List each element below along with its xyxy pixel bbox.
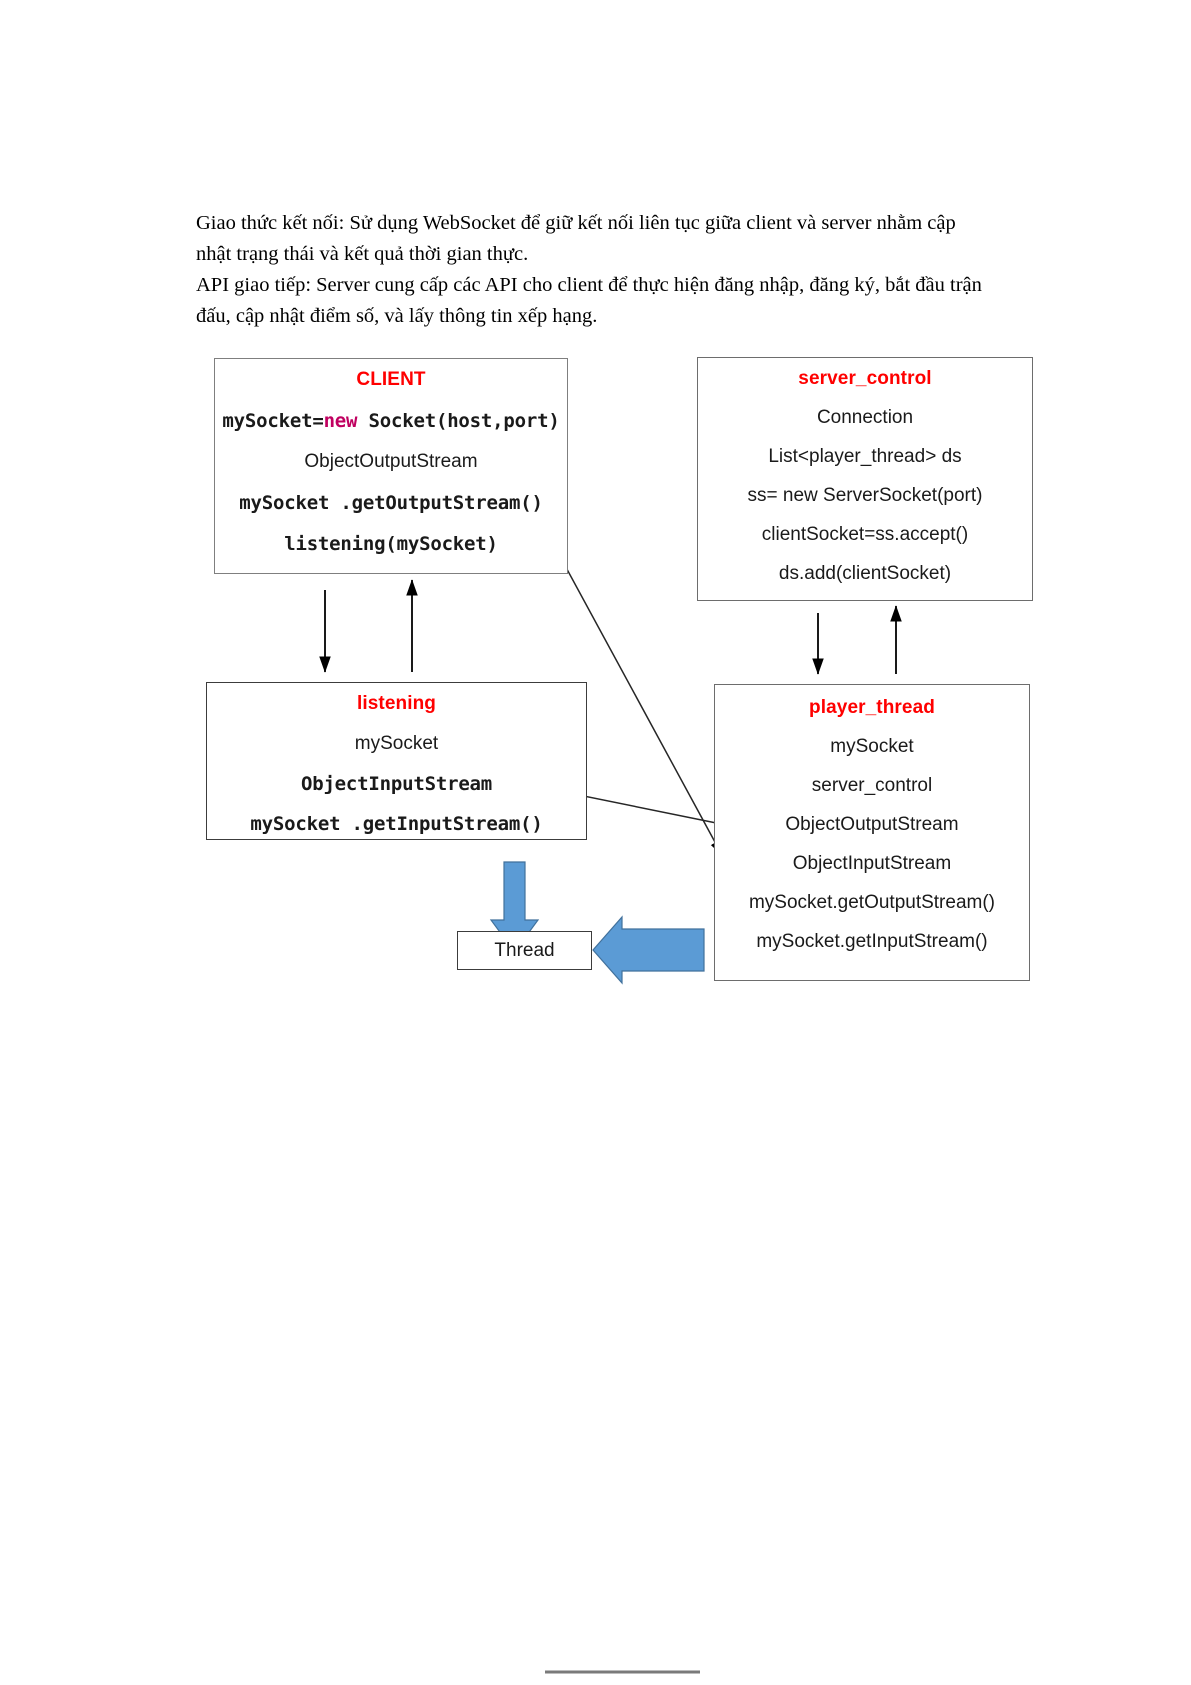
box-player-thread-title: player_thread xyxy=(809,697,935,718)
box-server-control-line-serversocket: ss= new ServerSocket(port) xyxy=(747,485,983,506)
box-client[interactable]: CLIENT mySocket=new Socket(host,port) Ob… xyxy=(214,358,568,574)
box-client-line-listening: listening(mySocket) xyxy=(284,533,498,555)
box-client-line-objectoutputstream: ObjectOutputStream xyxy=(304,451,478,472)
box-thread-label: Thread xyxy=(494,939,555,961)
box-server-control[interactable]: server_control Connection List<player_th… xyxy=(697,357,1033,601)
box-client-line-constructor: mySocket=new Socket(host,port) xyxy=(222,410,559,432)
text-socket-ctor: Socket(host,port) xyxy=(357,410,560,432)
box-server-control-title: server_control xyxy=(798,368,932,389)
box-listening-line-mysocket: mySocket xyxy=(354,733,439,754)
box-player-thread-line-servercontrol: server_control xyxy=(811,775,933,796)
box-listening-line-getinputstream: mySocket .getInputStream() xyxy=(250,813,543,835)
box-thread[interactable]: Thread xyxy=(457,931,592,970)
box-player-thread-line-getinputstream: mySocket.getInputStream() xyxy=(756,931,988,952)
box-player-thread-line-objectoutputstream: ObjectOutputStream xyxy=(785,814,959,835)
paragraph-websocket: Giao thức kết nối: Sử dụng WebSocket để … xyxy=(196,212,956,265)
paragraph-api: API giao tiếp: Server cung cấp các API c… xyxy=(196,274,982,327)
keyword-new: new xyxy=(323,410,358,432)
box-player-thread[interactable]: player_thread mySocket server_control Ob… xyxy=(714,684,1030,981)
box-player-thread-line-getoutputstream: mySocket.getOutputStream() xyxy=(748,892,996,913)
box-listening-line-objectinputstream: ObjectInputStream xyxy=(300,773,493,795)
box-client-line-getoutputstream: mySocket .getOutputStream() xyxy=(239,492,543,514)
box-listening[interactable]: listening mySocket ObjectInputStream myS… xyxy=(206,682,587,840)
box-server-control-line-list: List<player_thread> ds xyxy=(768,446,962,467)
text-mysocket-assign: mySocket= xyxy=(222,410,324,432)
box-server-control-line-accept: clientSocket=ss.accept() xyxy=(761,524,969,545)
box-server-control-line-dsadd: ds.add(clientSocket) xyxy=(778,563,952,584)
box-listening-title: listening xyxy=(356,693,436,714)
box-server-control-line-connection: Connection xyxy=(816,407,914,428)
box-player-thread-line-mysocket: mySocket xyxy=(830,736,914,757)
document-body-text: Giao thức kết nối: Sử dụng WebSocket để … xyxy=(196,208,996,332)
box-client-title: CLIENT xyxy=(356,369,426,390)
box-player-thread-line-objectinputstream: ObjectInputStream xyxy=(792,853,952,874)
blue-arrow-playerthread-to-thread xyxy=(592,915,705,985)
